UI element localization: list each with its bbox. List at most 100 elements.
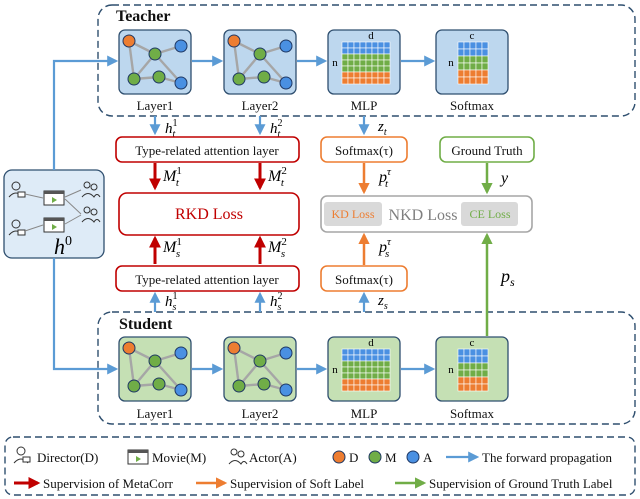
- teacher-mlp-label: MLP: [351, 98, 378, 113]
- metacorr-student-arrows: [149, 235, 266, 264]
- matrix-cell: [377, 65, 385, 73]
- input-forward-arrows: [52, 55, 119, 375]
- matrix-cell: [469, 55, 477, 64]
- matrix-cell: [365, 354, 373, 362]
- matrix-cell: [371, 41, 379, 49]
- teacher-layer2-label: Layer2: [242, 98, 279, 113]
- matrix-cell: [463, 348, 471, 357]
- matrix-cell: [457, 76, 465, 85]
- matrix-cell: [383, 360, 391, 368]
- softmax-tau-top-label: Softmax(τ): [335, 143, 393, 158]
- matrix-cell: [341, 53, 349, 61]
- matrix-cell: [353, 47, 361, 55]
- matrix-cell: [475, 355, 483, 364]
- matrix-cell: [457, 69, 465, 78]
- matrix-cell: [347, 372, 355, 380]
- legend-m: M: [385, 450, 397, 465]
- matrix-cell: [377, 348, 385, 356]
- nkd-loss-label: NKD Loss: [389, 207, 458, 224]
- matrix-cell: [463, 362, 471, 371]
- matrix-cell: [353, 53, 361, 61]
- matrix-cell: [463, 48, 471, 57]
- legend-d: D: [349, 450, 358, 465]
- legend-movie-icon: [127, 449, 149, 465]
- matrix-cell: [371, 354, 379, 362]
- matrix-cell: [377, 59, 385, 67]
- matrix-cell: [469, 369, 477, 378]
- matrix-cell: [359, 366, 367, 374]
- matrix-cell: [365, 384, 373, 392]
- student-hidden-arrows: [149, 291, 370, 312]
- attention-layer-top-label: Type-related attention layer: [135, 143, 279, 158]
- matrix-cell: [481, 376, 489, 385]
- matrix-cell: [341, 77, 349, 85]
- matrix-cell: [371, 65, 379, 73]
- matrix-cell: [377, 360, 385, 368]
- kd-loss-label: KD Loss: [331, 207, 374, 221]
- teacher-layer1-label: Layer1: [137, 98, 174, 113]
- matrix-cell: [347, 360, 355, 368]
- rkd-loss-label: RKD Loss: [175, 206, 243, 223]
- matrix-cell: [365, 366, 373, 374]
- teacher-softmax-c: c: [470, 30, 475, 42]
- matrix-cell: [365, 65, 373, 73]
- legend-director: Director(D): [37, 450, 98, 465]
- matrix-cell: [457, 41, 465, 50]
- matrix-cell: [457, 383, 465, 392]
- matrix-cell: [359, 77, 367, 85]
- legend-actor-icon: [228, 448, 248, 465]
- matrix-cell: [457, 376, 465, 385]
- teacher-softmax-n: n: [448, 57, 454, 69]
- matrix-cell: [457, 369, 465, 378]
- matrix-cell: [463, 55, 471, 64]
- matrix-cell: [383, 354, 391, 362]
- matrix-cell: [341, 360, 349, 368]
- matrix-cell: [377, 77, 385, 85]
- matrix-cell: [469, 376, 477, 385]
- matrix-cell: [359, 41, 367, 49]
- matrix-cell: [371, 384, 379, 392]
- matrix-cell: [359, 384, 367, 392]
- teacher-title: Teacher: [116, 8, 171, 25]
- matrix-cell: [475, 62, 483, 71]
- matrix-cell: [475, 369, 483, 378]
- matrix-cell: [347, 59, 355, 67]
- matrix-cell: [341, 41, 349, 49]
- matrix-cell: [383, 366, 391, 374]
- matrix-cell: [469, 362, 477, 371]
- matrix-cell: [383, 372, 391, 380]
- legend-a-node: [406, 450, 420, 464]
- matrix-cell: [481, 69, 489, 78]
- attention-layer-bottom-label: Type-related attention layer: [135, 272, 279, 287]
- matrix-cell: [353, 59, 361, 67]
- matrix-cell: [463, 376, 471, 385]
- teacher-layer2-graph: [223, 29, 297, 95]
- teacher-mlp-d: d: [368, 30, 374, 42]
- matrix-cell: [359, 71, 367, 79]
- matrix-cell: [371, 360, 379, 368]
- matrix-cell: [353, 354, 361, 362]
- input-graph-h0: h0: [3, 169, 105, 259]
- legend-director-icon: [13, 446, 31, 464]
- matrix-cell: [341, 372, 349, 380]
- legend-a: A: [423, 450, 433, 465]
- matrix-cell: [463, 369, 471, 378]
- matrix-cell: [383, 384, 391, 392]
- matrix-cell: [353, 65, 361, 73]
- matrix-cell: [481, 62, 489, 71]
- matrix-cell: [457, 362, 465, 371]
- matrix-cell: [347, 366, 355, 374]
- matrix-cell: [475, 48, 483, 57]
- matrix-cell: [475, 383, 483, 392]
- legend-sup-gt: Supervision of Ground Truth Label: [429, 476, 613, 491]
- matrix-cell: [463, 62, 471, 71]
- matrix-cell: [469, 48, 477, 57]
- student-layer1-graph: [118, 336, 192, 402]
- matrix-cell: [347, 53, 355, 61]
- matrix-cell: [463, 355, 471, 364]
- p-s-symbol: ps: [499, 266, 515, 289]
